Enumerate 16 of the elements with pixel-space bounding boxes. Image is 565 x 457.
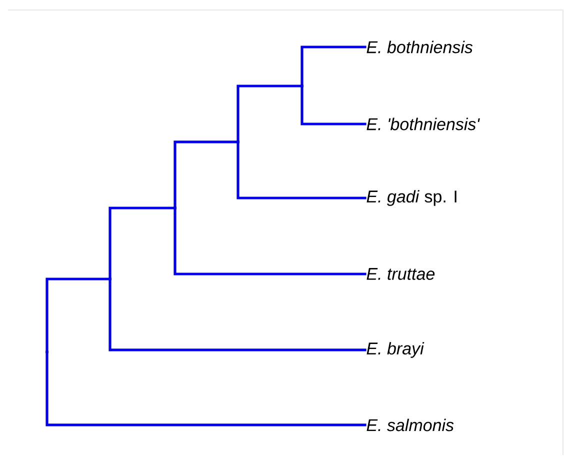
tree-branch [174,140,240,210]
tree-branch [46,278,112,354]
tree-branch [300,46,366,88]
tree-branch [174,206,366,276]
species-label: E. truttae [366,268,435,280]
tree-branch [108,206,176,280]
species-label: E. brayi [366,342,424,358]
tree-branch [236,84,304,144]
tree-branch [46,350,366,426]
species-label: E. bothniensis [366,40,473,54]
tree-branch [108,278,366,352]
tree-branch [236,140,366,200]
species-label: E. 'bothniensis' [366,118,480,130]
tree-branch [300,84,366,126]
species-label: E. gadi sp. I [366,190,456,206]
species-label: E. salmonis [366,418,454,432]
